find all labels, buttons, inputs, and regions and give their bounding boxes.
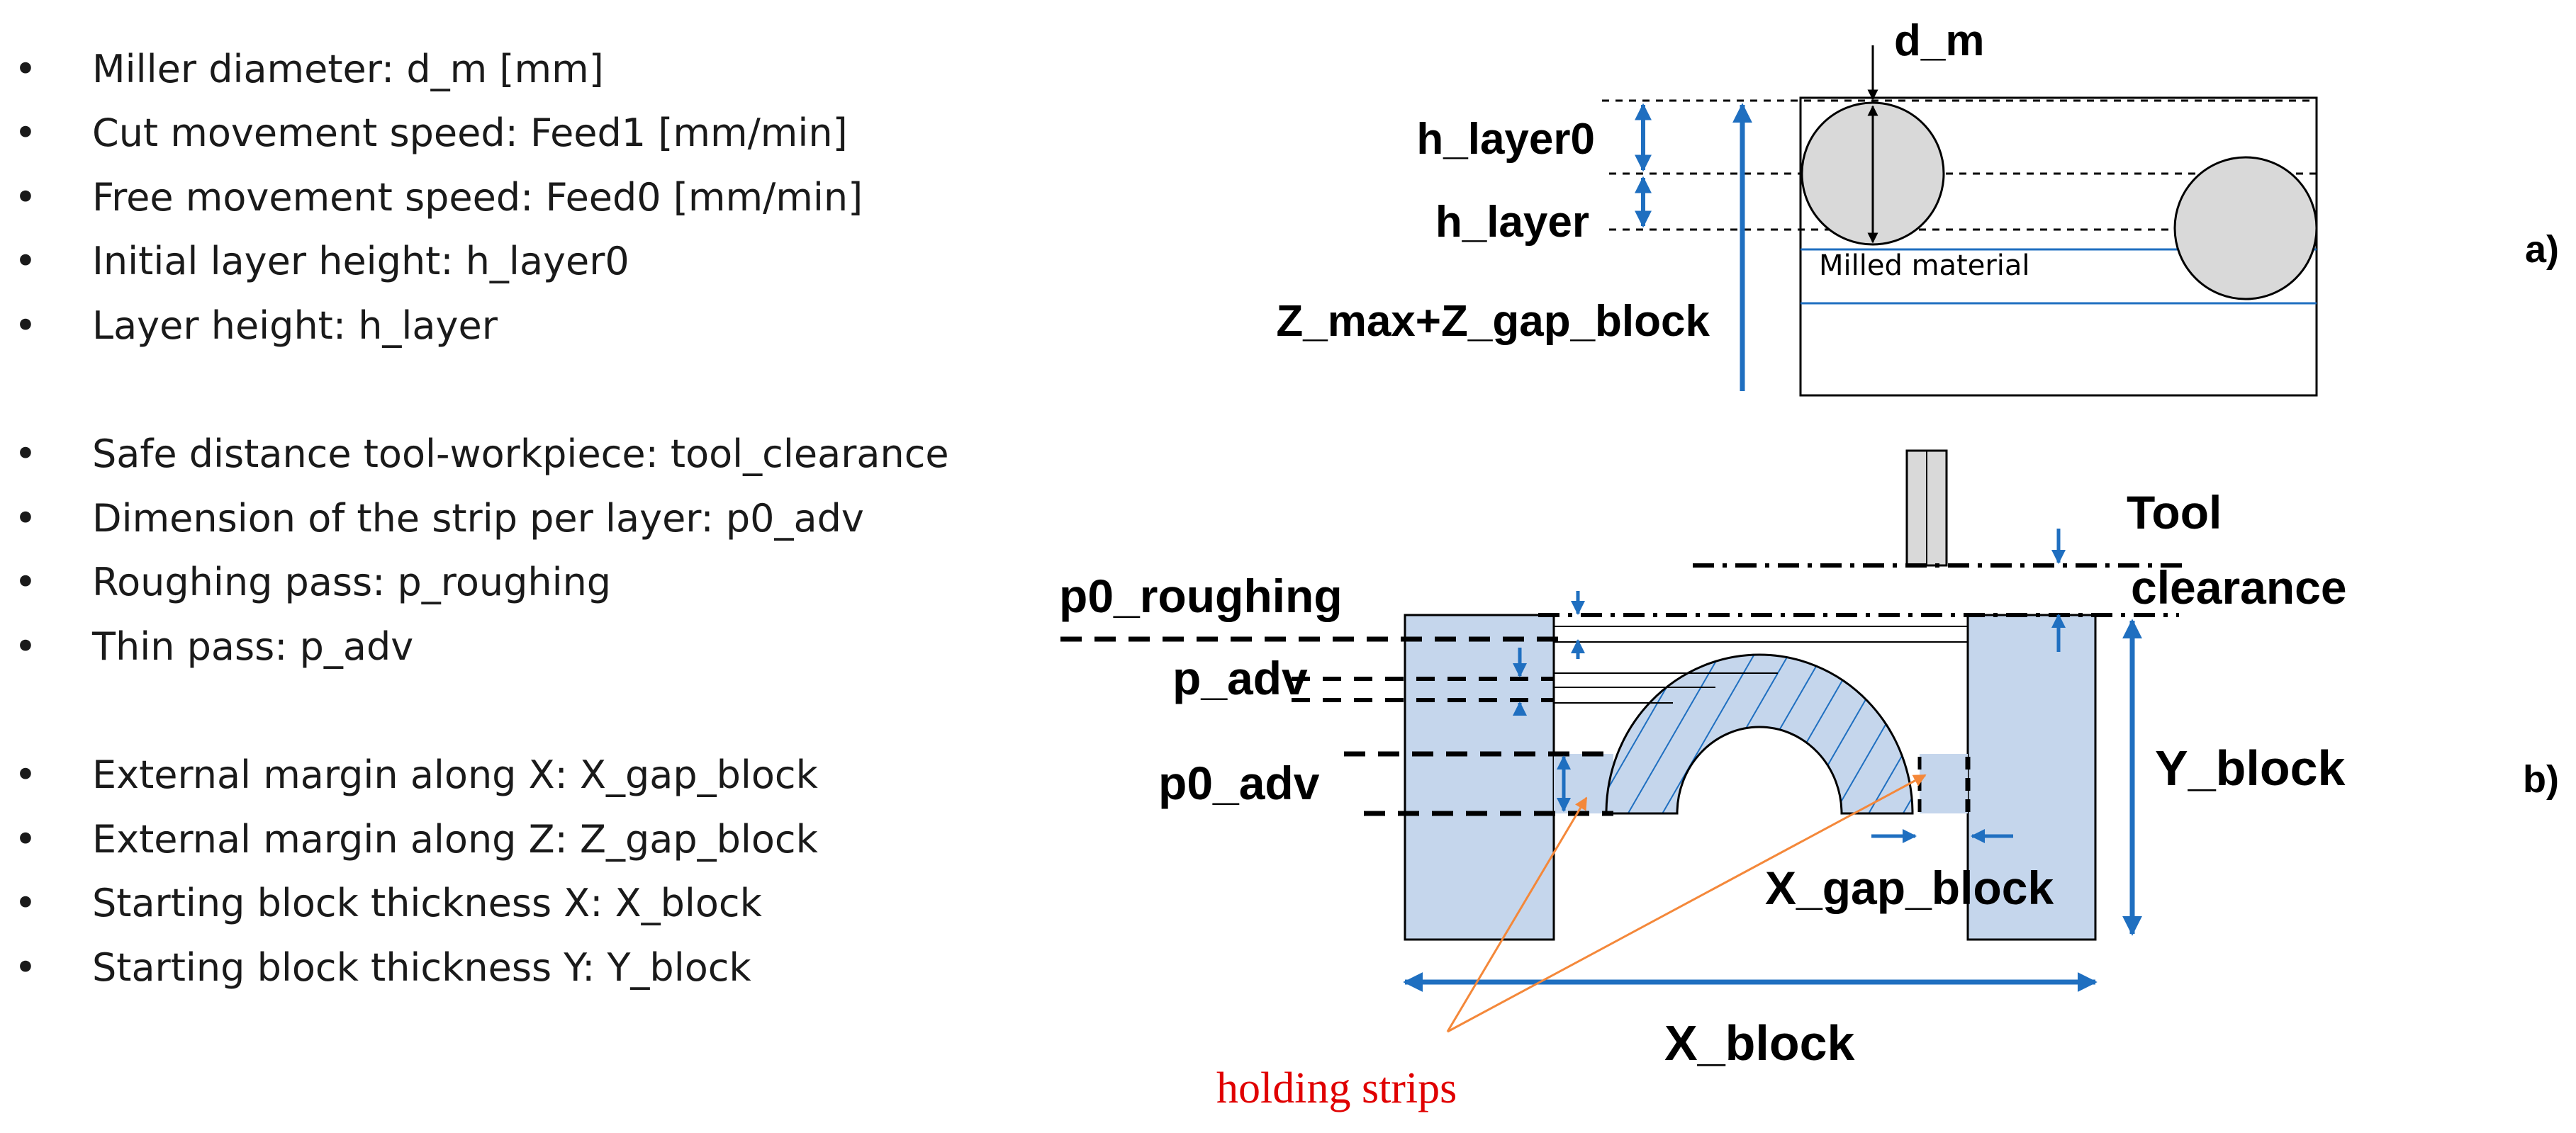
- right-block-wall: [1966, 614, 2097, 941]
- p0-roughing-label: p0_roughing: [1059, 570, 1343, 622]
- h-layer-label: h_layer: [1435, 198, 1589, 247]
- x-gap-block-label: X_gap_block: [1765, 862, 2054, 914]
- clearance-label: clearance: [2131, 561, 2347, 614]
- diagram-a: d_m h_layer0 h_layer Z_max+Z_gap_block M…: [1276, 16, 2559, 397]
- machined-part-arch: [1605, 653, 1914, 815]
- x-block-label: X_block: [1664, 1015, 1855, 1071]
- left-block-wall: [1404, 614, 1555, 941]
- z-total-label: Z_max+Z_gap_block: [1276, 297, 1710, 346]
- panel-a-label: a): [2525, 228, 2559, 271]
- holding-strip-pointer: [1447, 774, 1927, 1033]
- p0-adv-label: p0_adv: [1158, 757, 1320, 809]
- d-m-label: d_m: [1894, 16, 1984, 65]
- diagram-b: Tool clearance p0_roughing p_adv p0_adv …: [1059, 449, 2559, 1112]
- milled-material-label: Milled material: [1819, 249, 2030, 282]
- holding-strips-label: holding strips: [1216, 1064, 1457, 1112]
- miller-tool-circle: [2173, 156, 2317, 300]
- panel-b-label: b): [2523, 758, 2559, 801]
- h-layer0-label: h_layer0: [1416, 115, 1595, 164]
- p-adv-label: p_adv: [1172, 652, 1308, 704]
- y-block-label: Y_block: [2155, 740, 2346, 796]
- right-holding-strip: [1920, 754, 1968, 813]
- tool-label: Tool: [2127, 486, 2222, 539]
- holding-strip-pointer: [1446, 796, 1588, 1032]
